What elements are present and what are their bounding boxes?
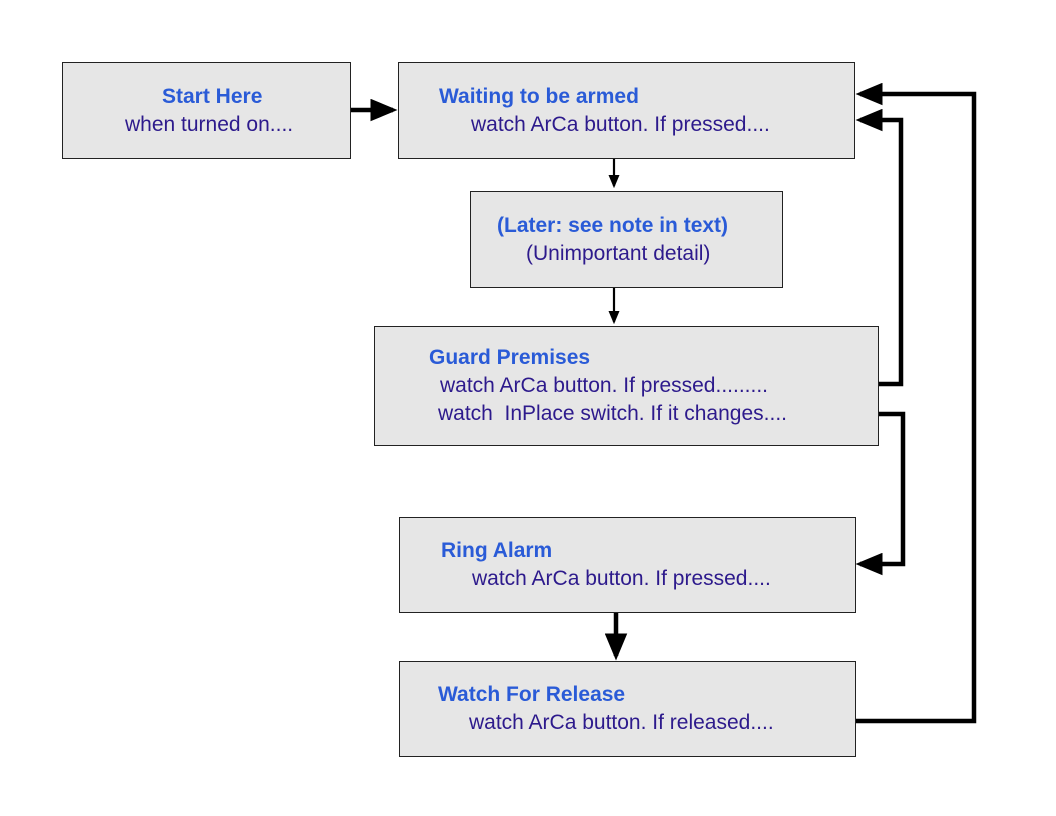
node-ring-title: Ring Alarm — [441, 539, 553, 562]
node-ring — [399, 517, 856, 613]
edge-guard-to-ring — [855, 411, 906, 576]
node-waiting-title: Waiting to be armed — [439, 85, 639, 108]
node-release-title: Watch For Release — [438, 683, 626, 706]
node-waiting-text: watch ArCa button. If pressed.... — [471, 113, 770, 136]
node-release — [399, 661, 856, 757]
node-start-text: when turned on.... — [125, 113, 294, 136]
node-later — [470, 191, 783, 288]
node-guard-text-1: watch ArCa button. If pressed......... — [440, 374, 768, 397]
edge-release-to-waiting — [855, 82, 977, 724]
node-guard — [374, 326, 879, 446]
edge-guard-to-waiting — [855, 108, 904, 387]
node-waiting — [398, 62, 855, 159]
node-release-text: watch ArCa button. If released.... — [469, 711, 774, 734]
node-guard-text-2: watch InPlace switch. If it changes.... — [438, 402, 787, 425]
node-start-title: Start Here — [162, 85, 263, 108]
node-ring-text: watch ArCa button. If pressed.... — [472, 567, 771, 590]
node-later-title: (Later: see note in text) — [497, 214, 729, 237]
node-later-text: (Unimportant detail) — [526, 242, 711, 265]
node-guard-title: Guard Premises — [429, 346, 591, 369]
node-start — [62, 62, 351, 159]
